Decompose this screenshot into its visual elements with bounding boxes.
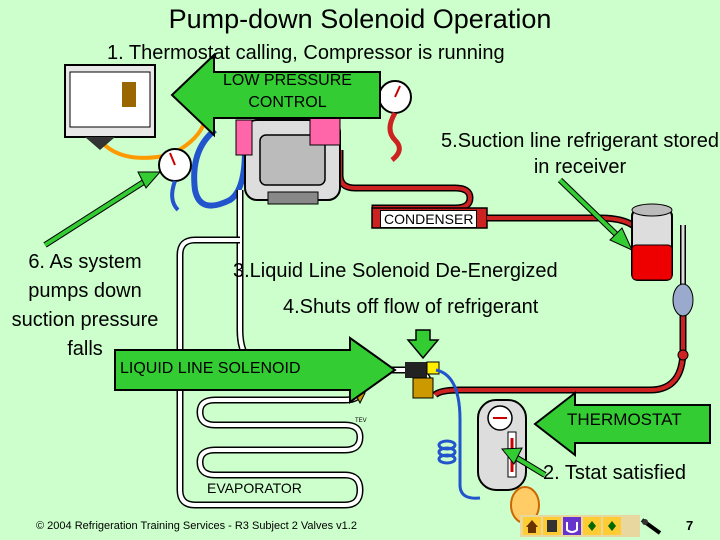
capillary-coil	[437, 439, 457, 465]
receiver	[631, 203, 694, 361]
high-pressure-gauge	[378, 80, 412, 162]
pointer-arrow-suction-gauge	[43, 171, 162, 248]
liquid-line-solenoid-valve	[405, 361, 440, 399]
evaporator-coil	[176, 236, 364, 509]
document-icon[interactable]	[543, 517, 561, 535]
undo-icon[interactable]	[563, 517, 581, 535]
next-icon[interactable]	[603, 517, 621, 535]
page-number: 7	[686, 518, 694, 533]
suction-pressure-gauge	[158, 148, 192, 212]
low-pressure-control-label: LOW PRESSURE CONTROL	[223, 72, 352, 111]
room-thermostat	[477, 399, 527, 491]
tev-label: TEV	[355, 418, 367, 424]
evaporator-label: EVAPORATOR	[207, 480, 302, 496]
step-5-text: 5.Suction line refrigerant stored in rec…	[441, 130, 719, 178]
thermostat-label: THERMOSTAT	[567, 410, 682, 429]
step-1-text: 1. Thermostat calling, Compressor is run…	[107, 42, 505, 64]
previous-icon[interactable]	[583, 517, 601, 535]
compressor	[235, 114, 341, 205]
step-2-text: 2. Tstat satisfied	[543, 462, 687, 484]
solenoid-down-arrow	[406, 329, 440, 360]
pen-icon[interactable]	[640, 518, 662, 535]
pointer-arrow-tstat	[500, 447, 547, 478]
thermostat-arrow	[533, 390, 711, 458]
step-4-text: 4.Shuts off flow of refrigerant	[283, 296, 539, 318]
low-pressure-control-arrow	[170, 52, 381, 138]
liquid-line-solenoid-label: LIQUID LINE SOLENOID	[120, 360, 301, 377]
copyright-text: © 2004 Refrigeration Training Services -…	[36, 520, 357, 532]
condenser-label: CONDENSER	[380, 210, 478, 228]
step-3-text: 3.Liquid Line Solenoid De-Energized	[233, 260, 558, 282]
step-6-text: 6. As system pumps down suction pressure…	[11, 251, 159, 360]
home-icon[interactable]	[523, 517, 541, 535]
pointer-arrow-receiver	[557, 177, 634, 252]
low-pressure-control-device	[64, 64, 156, 150]
suction-line-pipe	[191, 127, 248, 209]
thermostat-capillary	[435, 368, 481, 500]
page-title: Pump-down Solenoid Operation	[168, 4, 552, 34]
liquid-line-solenoid-arrow	[114, 336, 397, 404]
